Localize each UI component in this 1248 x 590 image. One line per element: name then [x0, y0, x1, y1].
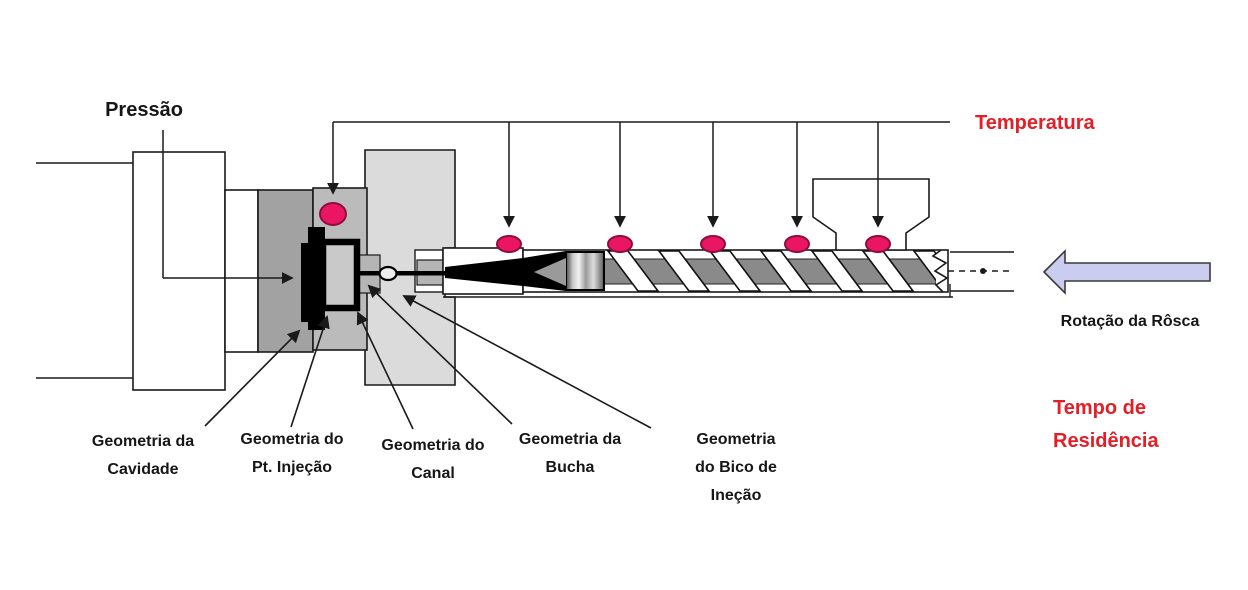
- leader-cavidade: [204, 329, 301, 427]
- injection-unit: [378, 178, 1014, 298]
- screw-flight: [759, 250, 813, 292]
- part-leader-lines: [204, 284, 652, 430]
- sensor-marker-barrel-2: [607, 235, 633, 253]
- nozzle-tip: [378, 265, 398, 282]
- temperature-sensors: [319, 202, 891, 253]
- nozzle-melt-channel: [534, 258, 566, 286]
- mold-cavity: [319, 238, 361, 312]
- sprue-channel: [357, 271, 380, 276]
- barrel-break-symbol: [931, 249, 949, 293]
- screw-flight: [708, 250, 762, 292]
- platen-spacer: [224, 189, 259, 353]
- nozzle-body: [445, 258, 523, 286]
- part-label-cavidade: Geometria da Cavidade: [91, 433, 195, 478]
- residence-time-label: Tempo de Residência: [1053, 397, 1159, 452]
- rotation-arrow: [1042, 249, 1211, 295]
- screw-flights: [606, 250, 936, 292]
- pressure-line: [162, 130, 294, 284]
- temperature-label: Temperatura: [975, 112, 1095, 134]
- nozzle: [378, 251, 566, 291]
- mold: [257, 187, 381, 353]
- screw-rotation-label: Rotação da Rôsca: [1060, 313, 1200, 330]
- check-ring-torpedo: [565, 251, 605, 291]
- part-label-pt-injecao: Geometria do Pt. Injeção: [240, 431, 344, 476]
- leader-bucha: [367, 284, 513, 425]
- hopper: [812, 178, 930, 251]
- leader-canal: [356, 311, 414, 430]
- moving-platen: [132, 151, 226, 391]
- part-label-canal: Geometria do Canal: [381, 437, 485, 482]
- nozzle-tip-channel: [394, 271, 447, 276]
- screw: [565, 250, 936, 292]
- sensor-marker-barrel-1: [496, 235, 522, 253]
- part-label-bucha: Geometria da Bucha: [518, 431, 622, 476]
- clamp-unit: [36, 151, 259, 391]
- sensor-marker-mold: [319, 202, 347, 226]
- centerline-dot: [980, 268, 986, 274]
- screw-flight: [657, 250, 711, 292]
- sensor-marker-barrel-4: [784, 235, 810, 253]
- temperature-manifold: [327, 121, 950, 228]
- part-label-bico: Geometria do Bico de Ineção: [695, 431, 777, 504]
- pressure-label: Pressão: [105, 99, 183, 121]
- molded-part: [301, 227, 325, 330]
- screw-flight: [810, 250, 864, 292]
- leader-bico: [402, 295, 652, 429]
- screw-flight: [912, 250, 936, 282]
- leader-pt-injecao: [290, 315, 330, 428]
- sensor-marker-barrel-3: [700, 235, 726, 253]
- sensor-marker-barrel-5: [865, 235, 891, 253]
